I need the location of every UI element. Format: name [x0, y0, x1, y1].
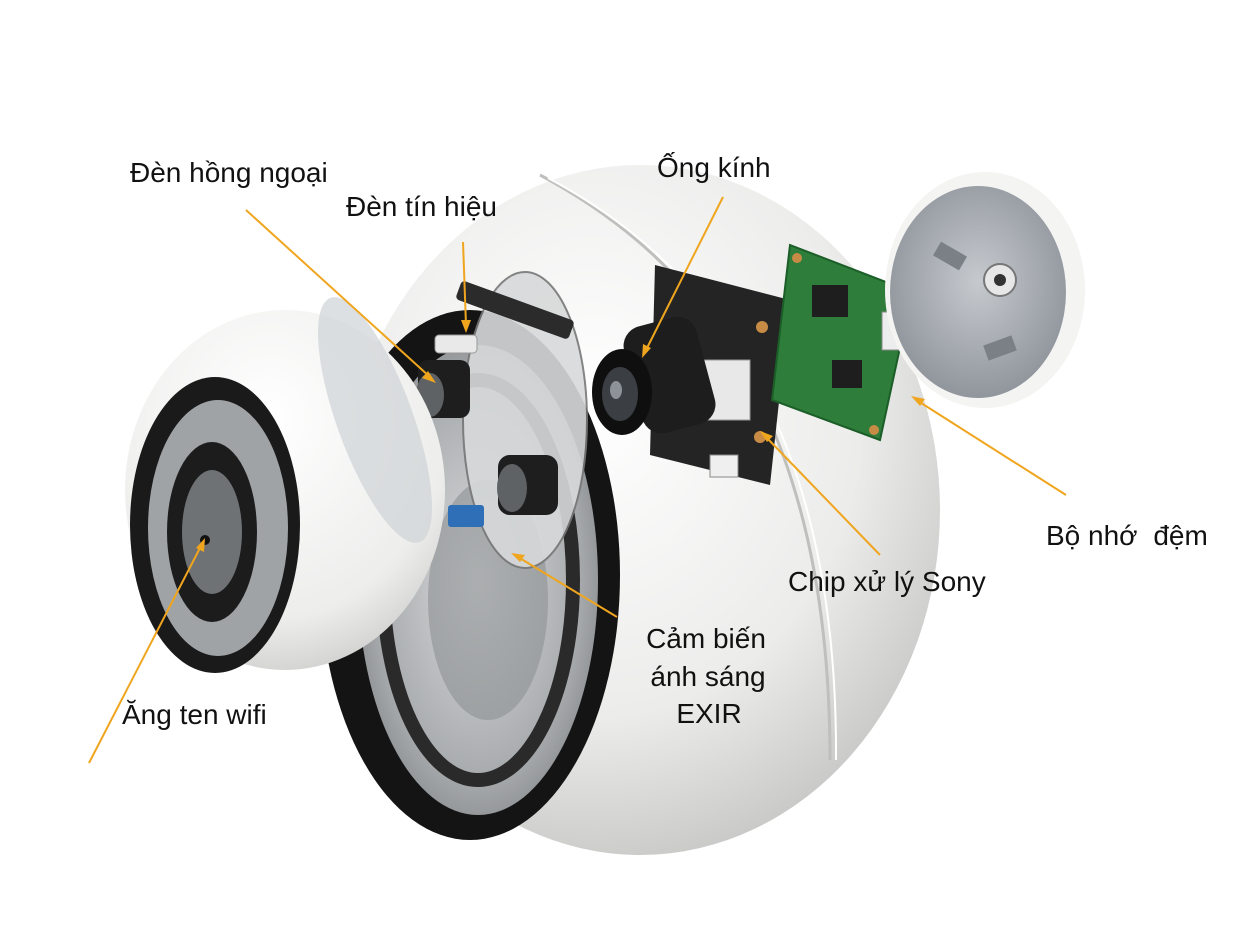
- signal-led: [434, 334, 478, 354]
- label-antenna: Ăng ten wifi: [122, 699, 267, 730]
- arrow-antenna: [88, 538, 205, 764]
- arrow-sensor: [511, 553, 618, 618]
- label-infrared: Đèn hồng ngoại: [130, 157, 328, 188]
- arrow-buffer: [911, 396, 1067, 496]
- arrow-lens: [642, 196, 724, 358]
- label-signal: Đèn tín hiệu: [346, 191, 497, 222]
- arrow-signal: [461, 241, 471, 333]
- label-lens: Ống kính: [657, 151, 771, 183]
- light-sensor-chip: [448, 505, 484, 527]
- rear-cap: [885, 172, 1085, 408]
- ir-led-bottom: [497, 455, 558, 515]
- label-sensor-line2: ánh sáng: [650, 661, 765, 692]
- arrow-chip: [760, 431, 881, 556]
- ir-led-board: [416, 271, 588, 569]
- label-buffer-line2: đệm: [1153, 520, 1207, 551]
- wifi-antenna-module: [125, 297, 445, 673]
- label-sensor-line3: EXIR: [676, 698, 741, 729]
- arrow-infrared: [245, 209, 436, 383]
- label-sensor-line1: Cảm biến: [646, 623, 766, 654]
- label-chip: Chip xử lý Sony: [788, 566, 986, 597]
- leader-lines: [88, 196, 1067, 764]
- labels: Đèn hồng ngoại Đèn tín hiệu Ống kính Bộ …: [122, 151, 1208, 730]
- label-buffer-line1: Bộ nhớ: [1046, 520, 1138, 551]
- label-buffer: Bộ nhớ đệm: [1046, 520, 1208, 551]
